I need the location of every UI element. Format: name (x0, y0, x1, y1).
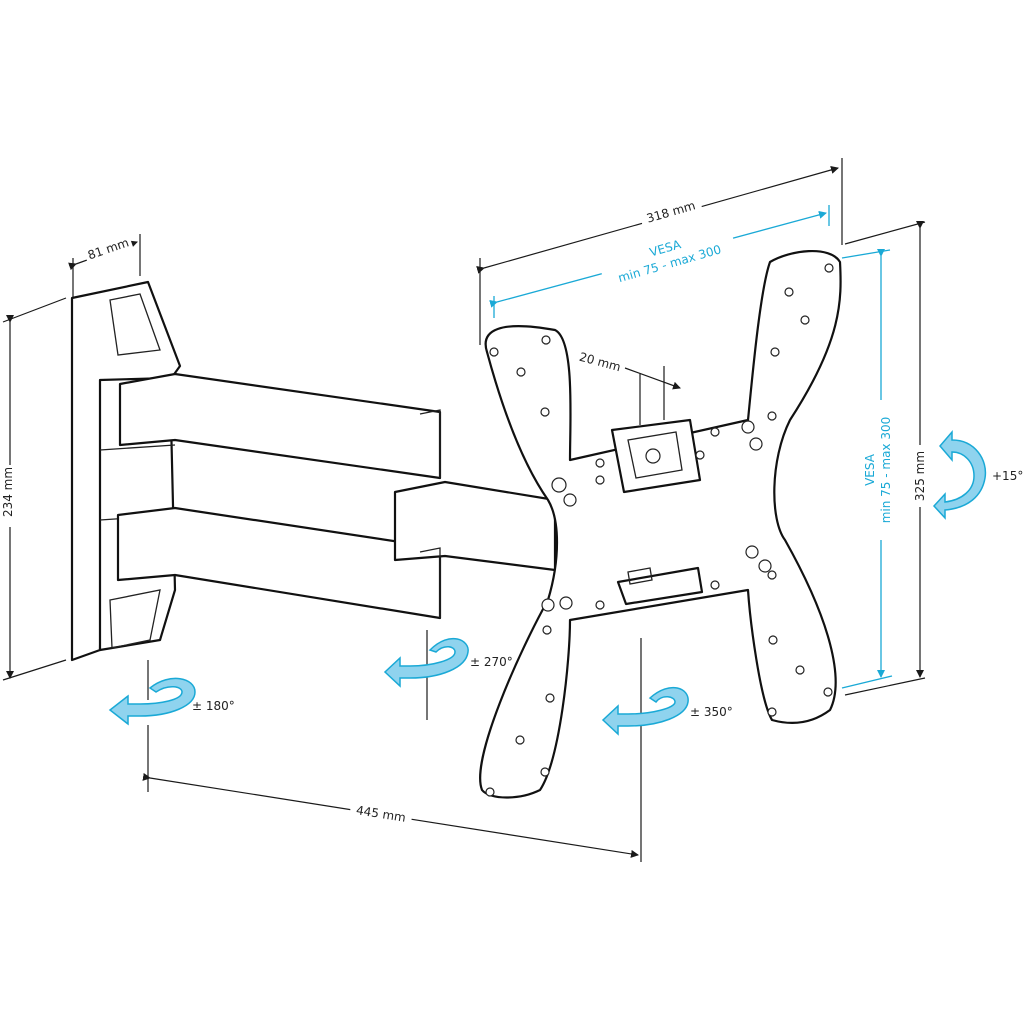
rotate-180-icon (108, 677, 196, 726)
rotate-270-icon (383, 637, 469, 688)
label-325mm: 325 mm (913, 451, 927, 501)
label-350deg: ± 350° (690, 705, 733, 719)
extension-arm (116, 372, 557, 620)
vesa-holes (485, 263, 834, 797)
label-318mm: 318 mm (645, 198, 697, 225)
label-270deg: ± 270° (470, 655, 513, 669)
vesa-vertical-title: VESA (863, 453, 877, 486)
vesa-vertical-range: min 75 - max 300 (879, 417, 893, 524)
label-20mm: 20 mm (578, 350, 623, 375)
wall-plate (70, 280, 182, 662)
vesa-plate (479, 250, 842, 799)
label-234mm: 234 mm (1, 467, 15, 517)
rotate-350-icon (601, 686, 689, 736)
tilt-15-icon (932, 429, 987, 520)
label-15deg: +15° (992, 469, 1023, 483)
label-180deg: ± 180° (192, 699, 235, 713)
